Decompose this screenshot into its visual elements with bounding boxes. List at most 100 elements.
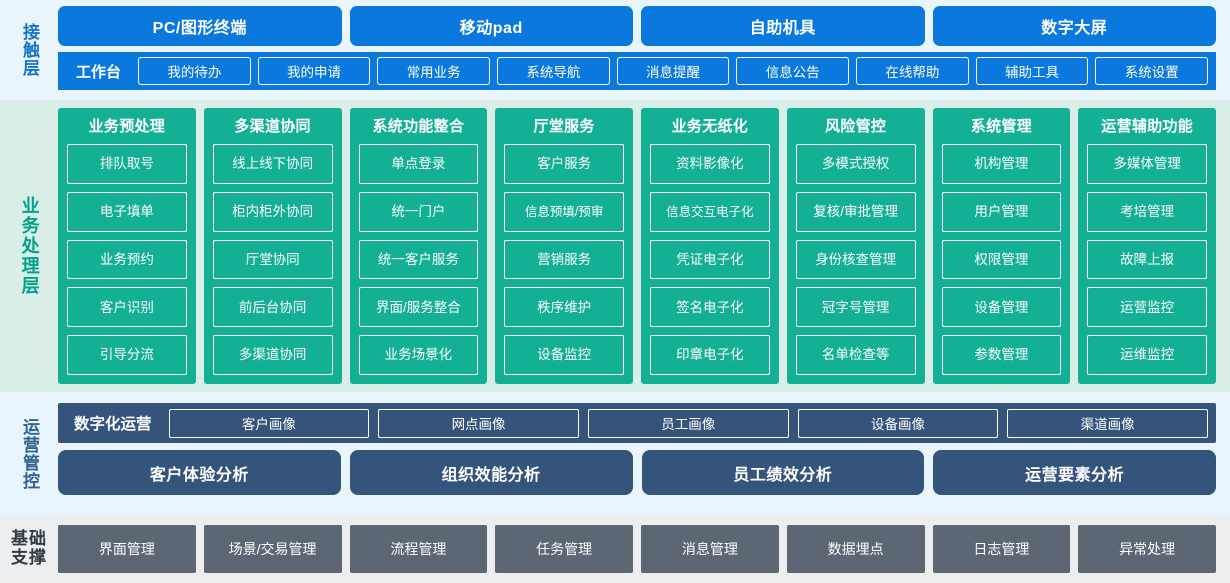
analysis-operation-factors[interactable]: 运营要素分析 xyxy=(933,450,1216,495)
biz-item-ui-service-integration[interactable]: 界面/服务整合 xyxy=(358,287,479,328)
biz-item-multichannel-sync[interactable]: 多渠道协同 xyxy=(212,335,333,375)
biz-column-operation-assist: 运营辅助功能 多媒体管理 考培管理 故障上报 运营监控 运维监控 xyxy=(1078,108,1216,384)
biz-item-identity-verification[interactable]: 身份核查管理 xyxy=(795,239,916,280)
foundation-label-line2: 支撑 xyxy=(11,548,47,567)
biz-item-counter-sync[interactable]: 柜内柜外协同 xyxy=(212,191,333,232)
biz-item-watchlist-check[interactable]: 名单检查等 xyxy=(795,335,916,375)
toolbar-item-my-application[interactable]: 我的申请 xyxy=(257,57,371,85)
biz-column-system-integration: 系统功能整合 单点登录 统一门户 统一客户服务 界面/服务整合 业务场景化 xyxy=(349,108,488,384)
channel-digital-screen[interactable]: 数字大屏 xyxy=(932,6,1216,46)
biz-item-customer-identify[interactable]: 客户识别 xyxy=(67,287,187,328)
biz-item-multimedia-mgmt[interactable]: 多媒体管理 xyxy=(1087,144,1207,184)
contact-layer-label: 接触层 xyxy=(20,23,40,77)
workbench-title: 工作台 xyxy=(76,63,122,81)
biz-item-single-sign-on[interactable]: 单点登录 xyxy=(358,144,479,184)
foundation-item-task-mgmt[interactable]: 任务管理 xyxy=(495,525,633,573)
biz-item-seal-digital[interactable]: 印章电子化 xyxy=(650,335,770,375)
biz-item-queue-number[interactable]: 排队取号 xyxy=(67,144,187,184)
business-layer-band: 业务处理层 业务预处理 排队取号 电子填单 业务预约 客户识别 引导分流 多渠道… xyxy=(0,100,1230,392)
foundation-item-scenario-transaction-mgmt[interactable]: 场景/交易管理 xyxy=(203,525,342,573)
biz-item-pre-fill-review[interactable]: 信息预填/预审 xyxy=(504,191,624,232)
biz-column-multichannel: 多渠道协同 线上线下协同 柜内柜外协同 厅堂协同 前后台协同 多渠道协同 xyxy=(203,108,342,384)
contact-layer-content: PC/图形终端 移动pad 自助机具 数字大屏 工作台 我的待办 我的申请 常用… xyxy=(58,0,1230,100)
digital-operations-title: 数字化运营 xyxy=(74,416,152,433)
biz-item-marketing-service[interactable]: 营销服务 xyxy=(504,239,624,280)
channel-pc[interactable]: PC/图形终端 xyxy=(58,6,342,46)
biz-item-order-maintenance[interactable]: 秩序维护 xyxy=(504,287,624,328)
portrait-employee[interactable]: 员工画像 xyxy=(587,408,789,438)
foundation-layer-label: 基础 支撑 xyxy=(0,515,58,583)
biz-column-lobby-service: 厅堂服务 客户服务 信息预填/预审 营销服务 秩序维护 设备监控 xyxy=(495,108,633,384)
portrait-device[interactable]: 设备画像 xyxy=(797,408,999,438)
biz-column-risk-control: 风险管控 多模式授权 复核/审批管理 身份核查管理 冠字号管理 名单检查等 xyxy=(786,108,925,384)
toolbar-item-system-settings[interactable]: 系统设置 xyxy=(1095,57,1209,85)
biz-item-online-offline-sync[interactable]: 线上线下协同 xyxy=(212,144,333,184)
biz-column-title: 风险管控 xyxy=(825,118,887,135)
biz-column-title: 业务无纸化 xyxy=(671,118,749,135)
biz-item-parameter-mgmt[interactable]: 参数管理 xyxy=(941,335,1062,375)
biz-item-operation-monitoring[interactable]: 运营监控 xyxy=(1087,287,1207,328)
toolbar-item-aux-tools[interactable]: 辅助工具 xyxy=(975,57,1089,85)
biz-item-voucher-digital[interactable]: 凭证电子化 xyxy=(650,239,770,280)
foundation-layer-content: 界面管理 场景/交易管理 流程管理 任务管理 消息管理 数据埋点 日志管理 异常… xyxy=(58,515,1230,583)
biz-item-fault-report[interactable]: 故障上报 xyxy=(1087,239,1207,280)
biz-item-signature-digital[interactable]: 签名电子化 xyxy=(650,287,770,328)
biz-item-unified-customer-service[interactable]: 统一客户服务 xyxy=(358,239,479,280)
portrait-channel[interactable]: 渠道画像 xyxy=(1007,408,1209,438)
operations-layer-band: 运营管控 数字化运营 客户画像 网点画像 员工画像 设备画像 渠道画像 客户体验… xyxy=(0,392,1230,515)
biz-column-title: 运营辅助功能 xyxy=(1101,118,1194,135)
biz-item-training-mgmt[interactable]: 考培管理 xyxy=(1087,191,1207,232)
portrait-customer[interactable]: 客户画像 xyxy=(168,408,370,438)
operations-layer-label: 运营管控 xyxy=(20,417,40,490)
toolbar-item-announcement[interactable]: 信息公告 xyxy=(736,57,850,85)
toolbar-item-system-navigation[interactable]: 系统导航 xyxy=(497,57,610,85)
foundation-item-message-mgmt[interactable]: 消息管理 xyxy=(641,525,779,573)
foundation-layer-band: 基础 支撑 界面管理 场景/交易管理 流程管理 任务管理 消息管理 数据埋点 日… xyxy=(0,515,1230,583)
biz-item-front-back-sync[interactable]: 前后台协同 xyxy=(212,287,333,328)
biz-item-e-form[interactable]: 电子填单 xyxy=(67,191,187,232)
biz-column-preprocessing: 业务预处理 排队取号 电子填单 业务预约 客户识别 引导分流 xyxy=(58,108,196,384)
biz-item-lobby-sync[interactable]: 厅堂协同 xyxy=(212,239,333,280)
biz-item-serial-number-mgmt[interactable]: 冠字号管理 xyxy=(795,287,916,328)
biz-item-customer-service[interactable]: 客户服务 xyxy=(504,144,624,184)
foundation-item-data-tracking[interactable]: 数据埋点 xyxy=(786,525,925,573)
biz-item-document-imaging[interactable]: 资料影像化 xyxy=(650,144,770,184)
biz-column-paperless: 业务无纸化 资料影像化 信息交互电子化 凭证电子化 签名电子化 印章电子化 xyxy=(641,108,779,384)
biz-item-multi-mode-authorization[interactable]: 多模式授权 xyxy=(795,144,916,184)
toolbar-item-my-todo[interactable]: 我的待办 xyxy=(138,57,251,85)
biz-item-organization-mgmt[interactable]: 机构管理 xyxy=(941,144,1062,184)
analysis-organization-efficiency[interactable]: 组织效能分析 xyxy=(349,450,633,495)
foundation-item-ui-mgmt[interactable]: 界面管理 xyxy=(58,525,196,573)
biz-item-business-scenario[interactable]: 业务场景化 xyxy=(358,335,479,375)
portrait-branch[interactable]: 网点画像 xyxy=(378,408,579,438)
toolbar-item-common-business[interactable]: 常用业务 xyxy=(377,57,491,85)
biz-item-unified-portal[interactable]: 统一门户 xyxy=(358,191,479,232)
biz-item-appointment[interactable]: 业务预约 xyxy=(67,239,187,280)
workbench-toolbar: 工作台 我的待办 我的申请 常用业务 系统导航 消息提醒 信息公告 在线帮助 辅… xyxy=(58,52,1216,90)
biz-item-info-exchange-digital[interactable]: 信息交互电子化 xyxy=(650,191,770,232)
operations-layer-content: 数字化运营 客户画像 网点画像 员工画像 设备画像 渠道画像 客户体验分析 组织… xyxy=(58,392,1230,515)
foundation-item-log-mgmt[interactable]: 日志管理 xyxy=(932,525,1071,573)
analysis-employee-performance[interactable]: 员工绩效分析 xyxy=(641,450,925,495)
biz-column-title: 系统管理 xyxy=(970,118,1032,135)
biz-item-permission-mgmt[interactable]: 权限管理 xyxy=(941,239,1062,280)
biz-item-guide-diversion[interactable]: 引导分流 xyxy=(67,335,187,375)
toolbar-item-message-alert[interactable]: 消息提醒 xyxy=(616,57,730,85)
channel-mobile-pad[interactable]: 移动pad xyxy=(349,6,633,46)
channel-self-service[interactable]: 自助机具 xyxy=(641,6,925,46)
biz-item-device-monitoring[interactable]: 设备监控 xyxy=(504,335,624,375)
toolbar-item-online-help[interactable]: 在线帮助 xyxy=(856,57,969,85)
biz-item-user-mgmt[interactable]: 用户管理 xyxy=(941,191,1062,232)
foundation-item-process-mgmt[interactable]: 流程管理 xyxy=(349,525,488,573)
biz-item-review-approval[interactable]: 复核/审批管理 xyxy=(795,191,916,232)
biz-item-device-mgmt[interactable]: 设备管理 xyxy=(941,287,1062,328)
channel-row: PC/图形终端 移动pad 自助机具 数字大屏 xyxy=(58,6,1216,46)
biz-column-title: 系统功能整合 xyxy=(372,118,465,135)
biz-column-system-management: 系统管理 机构管理 用户管理 权限管理 设备管理 参数管理 xyxy=(932,108,1071,384)
biz-item-maintenance-monitoring[interactable]: 运维监控 xyxy=(1087,335,1207,375)
business-layer-content: 业务预处理 排队取号 电子填单 业务预约 客户识别 引导分流 多渠道协同 线上线… xyxy=(58,100,1230,392)
foundation-item-exception-handling[interactable]: 异常处理 xyxy=(1078,525,1216,573)
biz-column-title: 业务预处理 xyxy=(88,118,166,135)
analysis-customer-experience[interactable]: 客户体验分析 xyxy=(58,450,341,495)
